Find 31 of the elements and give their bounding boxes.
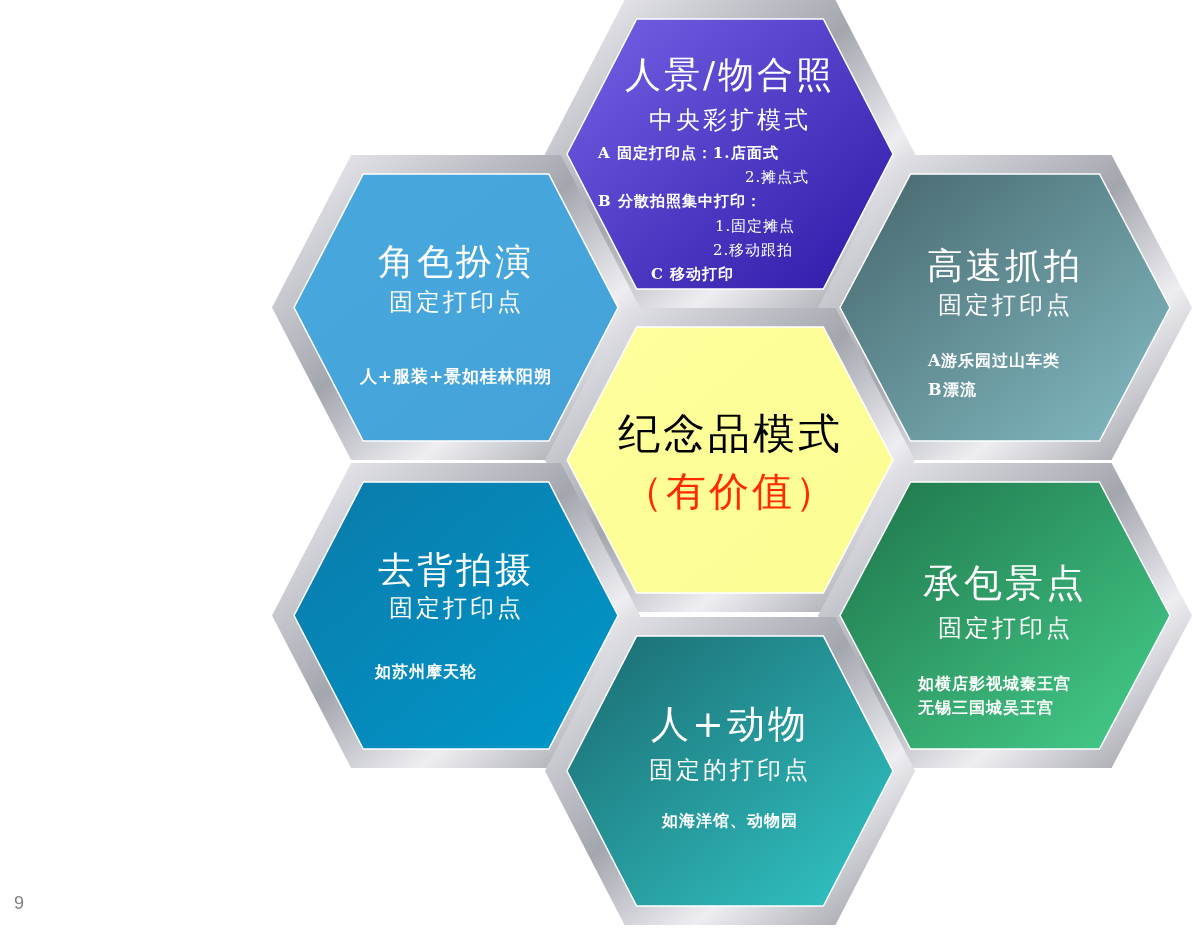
tile-title: 人景/物合照 [623,53,837,97]
tile-title: 承包景点 [922,560,1088,607]
tile-note: A 固定打印点：1.店面式 [598,144,779,163]
tile-title: 人+动物 [650,701,810,748]
tile-title: 纪念品模式 [616,408,844,460]
tile-note: B 分散拍照集中打印： [598,192,762,211]
tile-subtitle: 固定打印点 [936,613,1074,643]
hexagon-tile [818,463,1192,768]
tile-note: A游乐园过山车类 [928,351,1061,371]
tile-title: （有价值） [621,467,839,516]
tile-subtitle: 固定打印点 [936,290,1074,320]
hexagon-tile [545,617,915,925]
tile-note: B漂流 [928,380,977,400]
tile-note: 人+服装+景如桂林阳朔 [358,366,554,388]
tile-note: 无锡三国城吴王宫 [918,698,1054,718]
tile-note: 如海洋馆、动物园 [661,811,799,831]
hexagon-tile [272,463,640,768]
tile-note: C 移动打印 [651,265,735,284]
tile-note: 如横店影视城秦王宫 [918,674,1071,694]
tile-title: 高速抓拍 [926,244,1084,288]
tile-title: 角色扮演 [377,240,535,284]
tile-subtitle: 中央彩扩模式 [648,105,812,135]
tile-subtitle: 固定打印点 [387,287,525,317]
tile-subtitle: 固定打印点 [387,593,525,623]
tile-note: 2.移动跟拍 [713,241,794,260]
tile-note: 1.固定摊点 [715,217,796,236]
tile-note: 2.摊点式 [745,168,810,187]
page-number: 9 [14,892,24,915]
tile-subtitle: 固定的打印点 [648,755,812,785]
tile-title: 去背拍摄 [377,548,535,592]
tile-note: 如苏州摩天轮 [375,662,477,682]
